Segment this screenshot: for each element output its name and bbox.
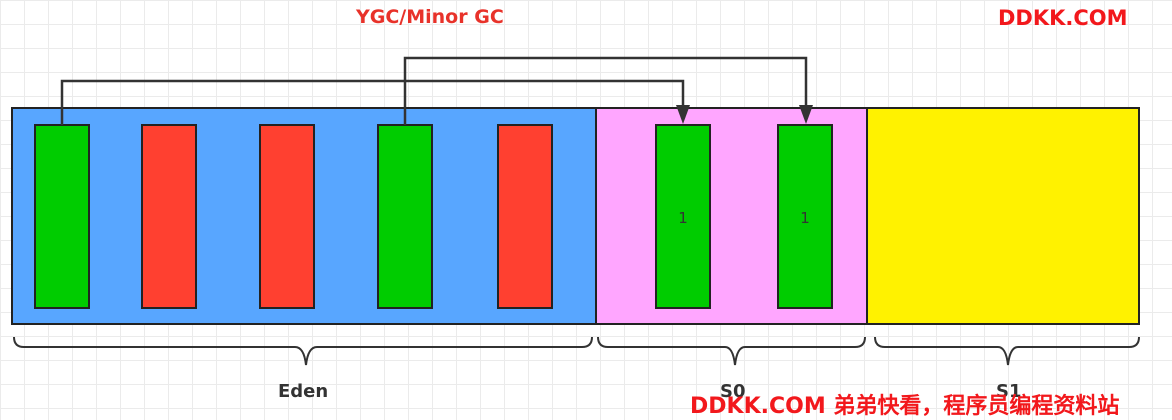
copy-arrow-1 bbox=[60, 79, 685, 125]
s0-object-1 bbox=[655, 124, 711, 309]
watermark-bottom: DDKK.COM 弟弟快看，程序员编程资料站 bbox=[690, 394, 1120, 419]
s0-object-1-age: 1 bbox=[678, 209, 688, 227]
s0-brace bbox=[597, 336, 866, 366]
s1-brace bbox=[874, 336, 1140, 366]
eden-object-1 bbox=[34, 124, 90, 309]
copy-arrow-2-head bbox=[799, 105, 813, 124]
s0-object-2 bbox=[777, 124, 833, 309]
eden-object-5 bbox=[497, 124, 553, 309]
eden-brace bbox=[13, 336, 593, 366]
eden-object-4 bbox=[377, 124, 433, 309]
s0-label: S0 bbox=[720, 381, 746, 402]
eden-label: Eden bbox=[278, 381, 329, 402]
copy-arrow-1-head bbox=[676, 105, 690, 124]
copy-arrow-2 bbox=[403, 56, 808, 125]
eden-object-2 bbox=[141, 124, 197, 309]
eden-object-3 bbox=[259, 124, 315, 309]
s0-object-2-age: 1 bbox=[800, 209, 810, 227]
diagram-title: YGC/Minor GC bbox=[356, 6, 504, 28]
s1-region bbox=[866, 107, 1140, 325]
watermark-top: DDKK.COM bbox=[998, 6, 1128, 30]
s1-label: S1 bbox=[996, 381, 1022, 402]
